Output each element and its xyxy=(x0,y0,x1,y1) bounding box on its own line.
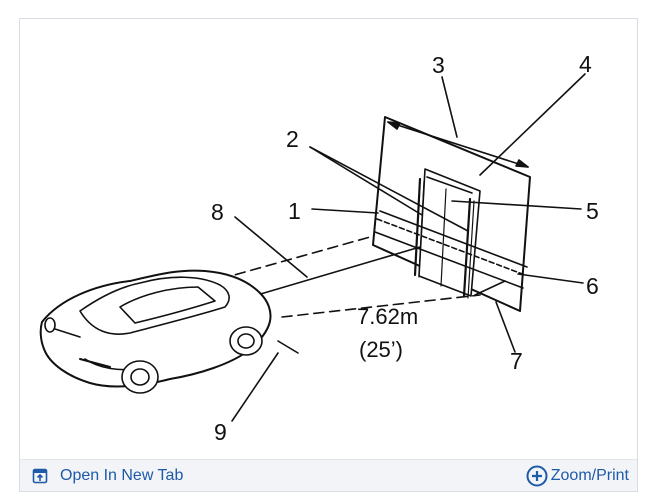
horizontal-centerline xyxy=(379,210,528,268)
right-vertical-centerline-2 xyxy=(467,200,475,299)
leader-5 xyxy=(451,200,582,210)
open-in-new-tab-label: Open In New Tab xyxy=(60,467,184,484)
callout-4: 4 xyxy=(579,51,592,77)
dimension-3-arrow-right xyxy=(515,159,529,168)
zoom-plus-icon xyxy=(526,465,548,487)
distance-imperial-label: (25’) xyxy=(359,337,403,362)
open-in-new-tab-icon xyxy=(32,468,48,484)
headlamp-aiming-diagram: 3 4 2 1 5 6 7 8 9 7.62m (25’) xyxy=(20,19,637,459)
callout-2: 2 xyxy=(286,126,299,152)
callout-7: 7 xyxy=(510,348,523,374)
callout-8: 8 xyxy=(211,199,224,225)
dimension-3-line xyxy=(387,121,529,168)
distance-arrow xyxy=(277,340,299,354)
diagram-svg: 3 4 2 1 5 6 7 8 9 7.62m (25’) xyxy=(39,51,599,445)
horizontal-dashed-line xyxy=(376,218,526,276)
leader-2a xyxy=(309,146,423,216)
leader-1 xyxy=(311,208,379,214)
leader-6 xyxy=(517,273,584,284)
left-vertical-centerline-2 xyxy=(418,180,425,278)
inner-panel xyxy=(418,168,481,297)
callout-3: 3 xyxy=(432,52,445,78)
leader-2b xyxy=(309,146,469,232)
callout-9: 9 xyxy=(214,419,227,445)
dimension-5-line xyxy=(426,176,473,194)
floor-mark xyxy=(474,280,506,296)
viewer-toolbar: Open In New Tab Zoom/Print xyxy=(20,459,637,491)
car-illustration xyxy=(39,269,272,394)
callout-1: 1 xyxy=(288,198,301,224)
right-vertical-centerline xyxy=(462,197,472,298)
center-vertical-line xyxy=(440,188,447,287)
distance-metric-label: 7.62m xyxy=(357,304,418,329)
leader-8 xyxy=(234,216,308,278)
zoom-print-link[interactable]: Zoom/Print xyxy=(526,465,629,487)
ground-reference-line xyxy=(374,231,524,289)
leader-4 xyxy=(479,73,586,176)
dimension-3-arrow-left xyxy=(387,121,401,130)
callout-5: 5 xyxy=(586,198,599,224)
open-in-new-tab-link[interactable]: Open In New Tab xyxy=(32,466,183,486)
leader-9 xyxy=(231,352,279,422)
callout-6: 6 xyxy=(586,273,599,299)
zoom-print-label: Zoom/Print xyxy=(550,467,629,484)
dashed-guide-upper xyxy=(219,236,371,280)
dashed-guide-lower xyxy=(281,294,481,318)
leader-3 xyxy=(441,76,458,138)
left-vertical-centerline xyxy=(413,177,422,277)
leader-7 xyxy=(495,301,516,353)
image-viewer: 3 4 2 1 5 6 7 8 9 7.62m (25’) xyxy=(19,18,638,492)
